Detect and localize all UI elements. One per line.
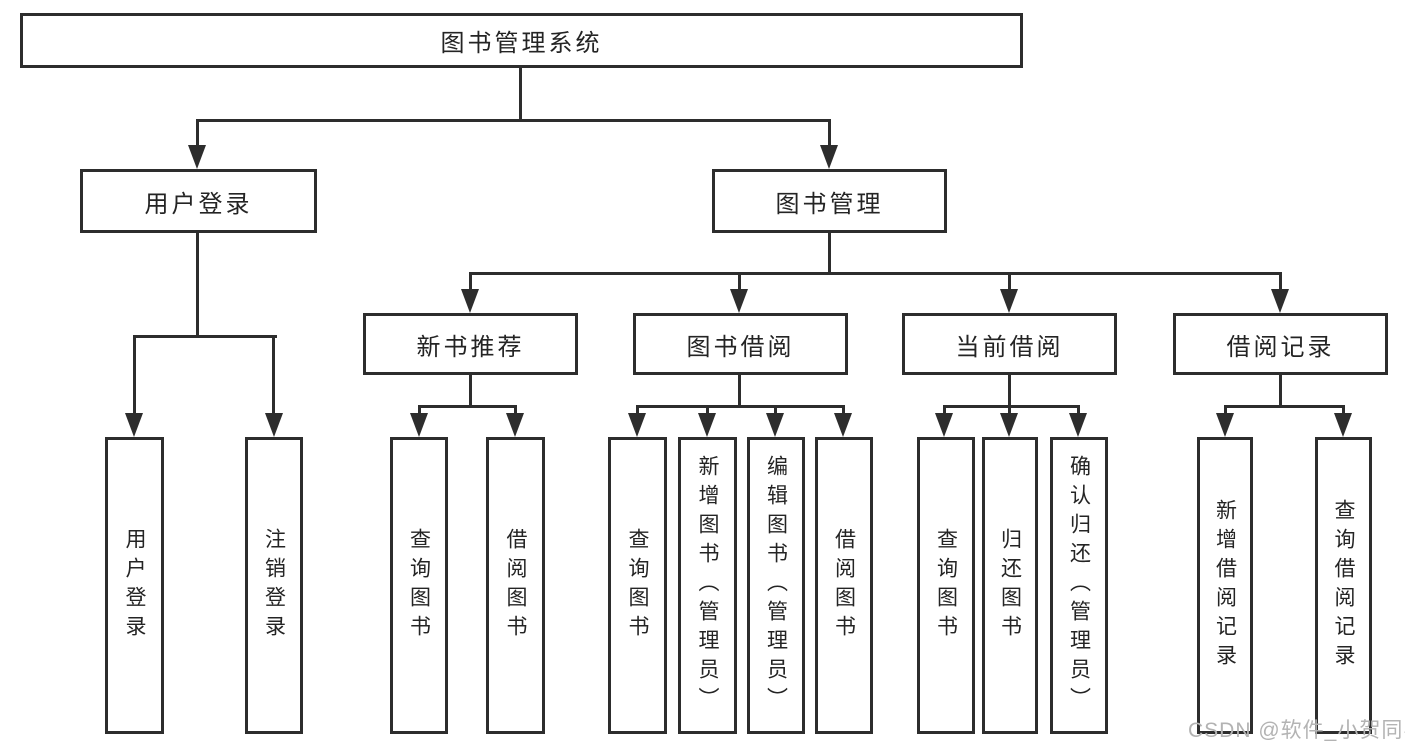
connector-line bbox=[469, 272, 472, 292]
arrow-down-icon bbox=[1069, 413, 1087, 437]
connector-line bbox=[196, 119, 831, 122]
node-book-management: 图书管理 bbox=[712, 169, 947, 233]
arrow-down-icon bbox=[461, 289, 479, 313]
leaf-edit-books-admin: 编辑图书（管理员） bbox=[747, 437, 805, 734]
arrow-down-icon bbox=[935, 413, 953, 437]
arrow-down-icon bbox=[766, 413, 784, 437]
csdn-watermark: CSDN @软件_小贺同学 bbox=[1188, 719, 1405, 742]
arrow-down-icon bbox=[410, 413, 428, 437]
leaf-query-books-current: 查询图书 bbox=[917, 437, 975, 734]
connector-line bbox=[738, 374, 741, 408]
connector-line bbox=[1342, 405, 1345, 417]
connector-line bbox=[1008, 405, 1011, 417]
connector-line bbox=[196, 232, 199, 338]
leaf-confirm-return-admin: 确认归还（管理员） bbox=[1050, 437, 1108, 734]
connector-line bbox=[133, 335, 277, 338]
arrow-down-icon bbox=[628, 413, 646, 437]
connector-line bbox=[1279, 272, 1282, 292]
connector-line bbox=[943, 405, 1080, 408]
arrow-down-icon bbox=[1271, 289, 1289, 313]
node-current-borrow: 当前借阅 bbox=[902, 313, 1117, 375]
connector-line bbox=[636, 405, 845, 408]
connector-line bbox=[1279, 374, 1282, 408]
leaf-user-login: 用户登录 bbox=[105, 437, 164, 734]
connector-line bbox=[272, 335, 275, 415]
leaf-borrow-books: 借阅图书 bbox=[815, 437, 873, 734]
leaf-return-books: 归还图书 bbox=[982, 437, 1038, 734]
arrow-down-icon bbox=[1000, 413, 1018, 437]
connector-line bbox=[196, 119, 199, 149]
connector-line bbox=[774, 405, 777, 417]
connector-line bbox=[1008, 272, 1011, 292]
connector-line bbox=[514, 405, 517, 417]
leaf-query-books-recommend: 查询图书 bbox=[390, 437, 448, 734]
connector-line bbox=[1077, 405, 1080, 417]
arrow-down-icon bbox=[125, 413, 143, 437]
arrow-down-icon bbox=[188, 145, 206, 169]
arrow-down-icon bbox=[1000, 289, 1018, 313]
node-book-borrow: 图书借阅 bbox=[633, 313, 848, 375]
connector-line bbox=[828, 119, 831, 149]
connector-line bbox=[418, 405, 421, 417]
connector-line bbox=[636, 405, 639, 417]
arrow-down-icon bbox=[506, 413, 524, 437]
connector-line bbox=[706, 405, 709, 417]
arrow-down-icon bbox=[730, 289, 748, 313]
connector-line bbox=[418, 405, 517, 408]
leaf-logout: 注销登录 bbox=[245, 437, 303, 734]
leaf-borrow-books-recommend: 借阅图书 bbox=[486, 437, 545, 734]
connector-line bbox=[1008, 374, 1011, 408]
connector-line bbox=[842, 405, 845, 417]
arrow-down-icon bbox=[820, 145, 838, 169]
connector-line bbox=[738, 272, 741, 292]
connector-line bbox=[1224, 405, 1345, 408]
leaf-query-borrow-record: 查询借阅记录 bbox=[1315, 437, 1372, 734]
connector-line bbox=[943, 405, 946, 417]
connector-line bbox=[828, 232, 831, 275]
connector-line bbox=[469, 374, 472, 408]
connector-line bbox=[469, 272, 1282, 275]
arrow-down-icon bbox=[265, 413, 283, 437]
arrow-down-icon bbox=[1334, 413, 1352, 437]
connector-line bbox=[519, 67, 522, 120]
connector-line bbox=[1224, 405, 1227, 417]
arrow-down-icon bbox=[698, 413, 716, 437]
node-borrow-records: 借阅记录 bbox=[1173, 313, 1388, 375]
node-user-login: 用户登录 bbox=[80, 169, 317, 233]
arrow-down-icon bbox=[1216, 413, 1234, 437]
leaf-query-books-borrow: 查询图书 bbox=[608, 437, 667, 734]
leaf-add-books-admin: 新增图书（管理员） bbox=[678, 437, 737, 734]
node-new-book-recommend: 新书推荐 bbox=[363, 313, 578, 375]
arrow-down-icon bbox=[834, 413, 852, 437]
connector-line bbox=[133, 335, 136, 415]
leaf-add-borrow-record: 新增借阅记录 bbox=[1197, 437, 1253, 734]
node-root: 图书管理系统 bbox=[20, 13, 1023, 68]
